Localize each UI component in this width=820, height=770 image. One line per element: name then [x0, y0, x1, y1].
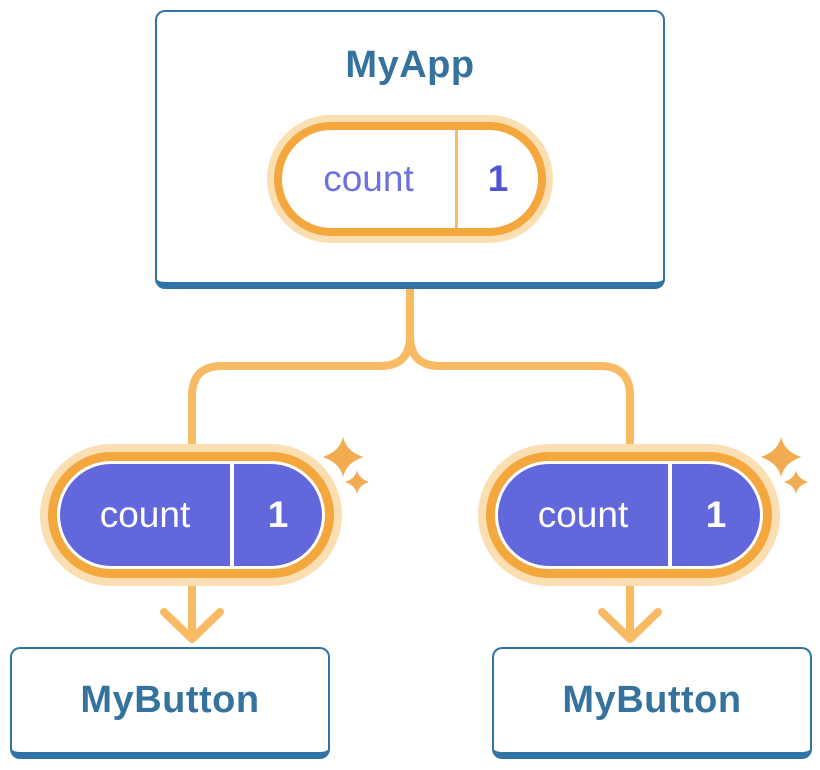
pill-divider: [230, 464, 234, 566]
state-name: count: [323, 158, 414, 199]
component-card-mybutton-left: MyButton: [10, 647, 330, 759]
component-title: MyButton: [562, 679, 742, 721]
state-pill-root: count 1: [274, 122, 546, 236]
arrow-down-icon: [598, 556, 662, 643]
prop-name: count: [537, 494, 629, 535]
component-title: MyButton: [80, 679, 260, 721]
state-value: 1: [487, 158, 509, 199]
arrow-down-icon: [160, 556, 224, 643]
prop-pill-right: count 1: [495, 461, 763, 569]
prop-name: count: [99, 494, 191, 535]
component-title: MyApp: [345, 44, 475, 86]
prop-pill-left: count 1: [57, 461, 325, 569]
branch-line-left: [188, 280, 414, 474]
component-card-mybutton-right: MyButton: [492, 647, 812, 759]
prop-value: 1: [267, 494, 289, 535]
component-card-myapp: MyApp: [155, 10, 665, 289]
pill-divider: [668, 464, 672, 566]
sparkle-icon: [322, 436, 369, 494]
sparkle-icon: [760, 436, 808, 494]
pill-divider: [455, 130, 458, 228]
prop-value: 1: [705, 494, 727, 535]
branch-line-right: [406, 280, 634, 474]
